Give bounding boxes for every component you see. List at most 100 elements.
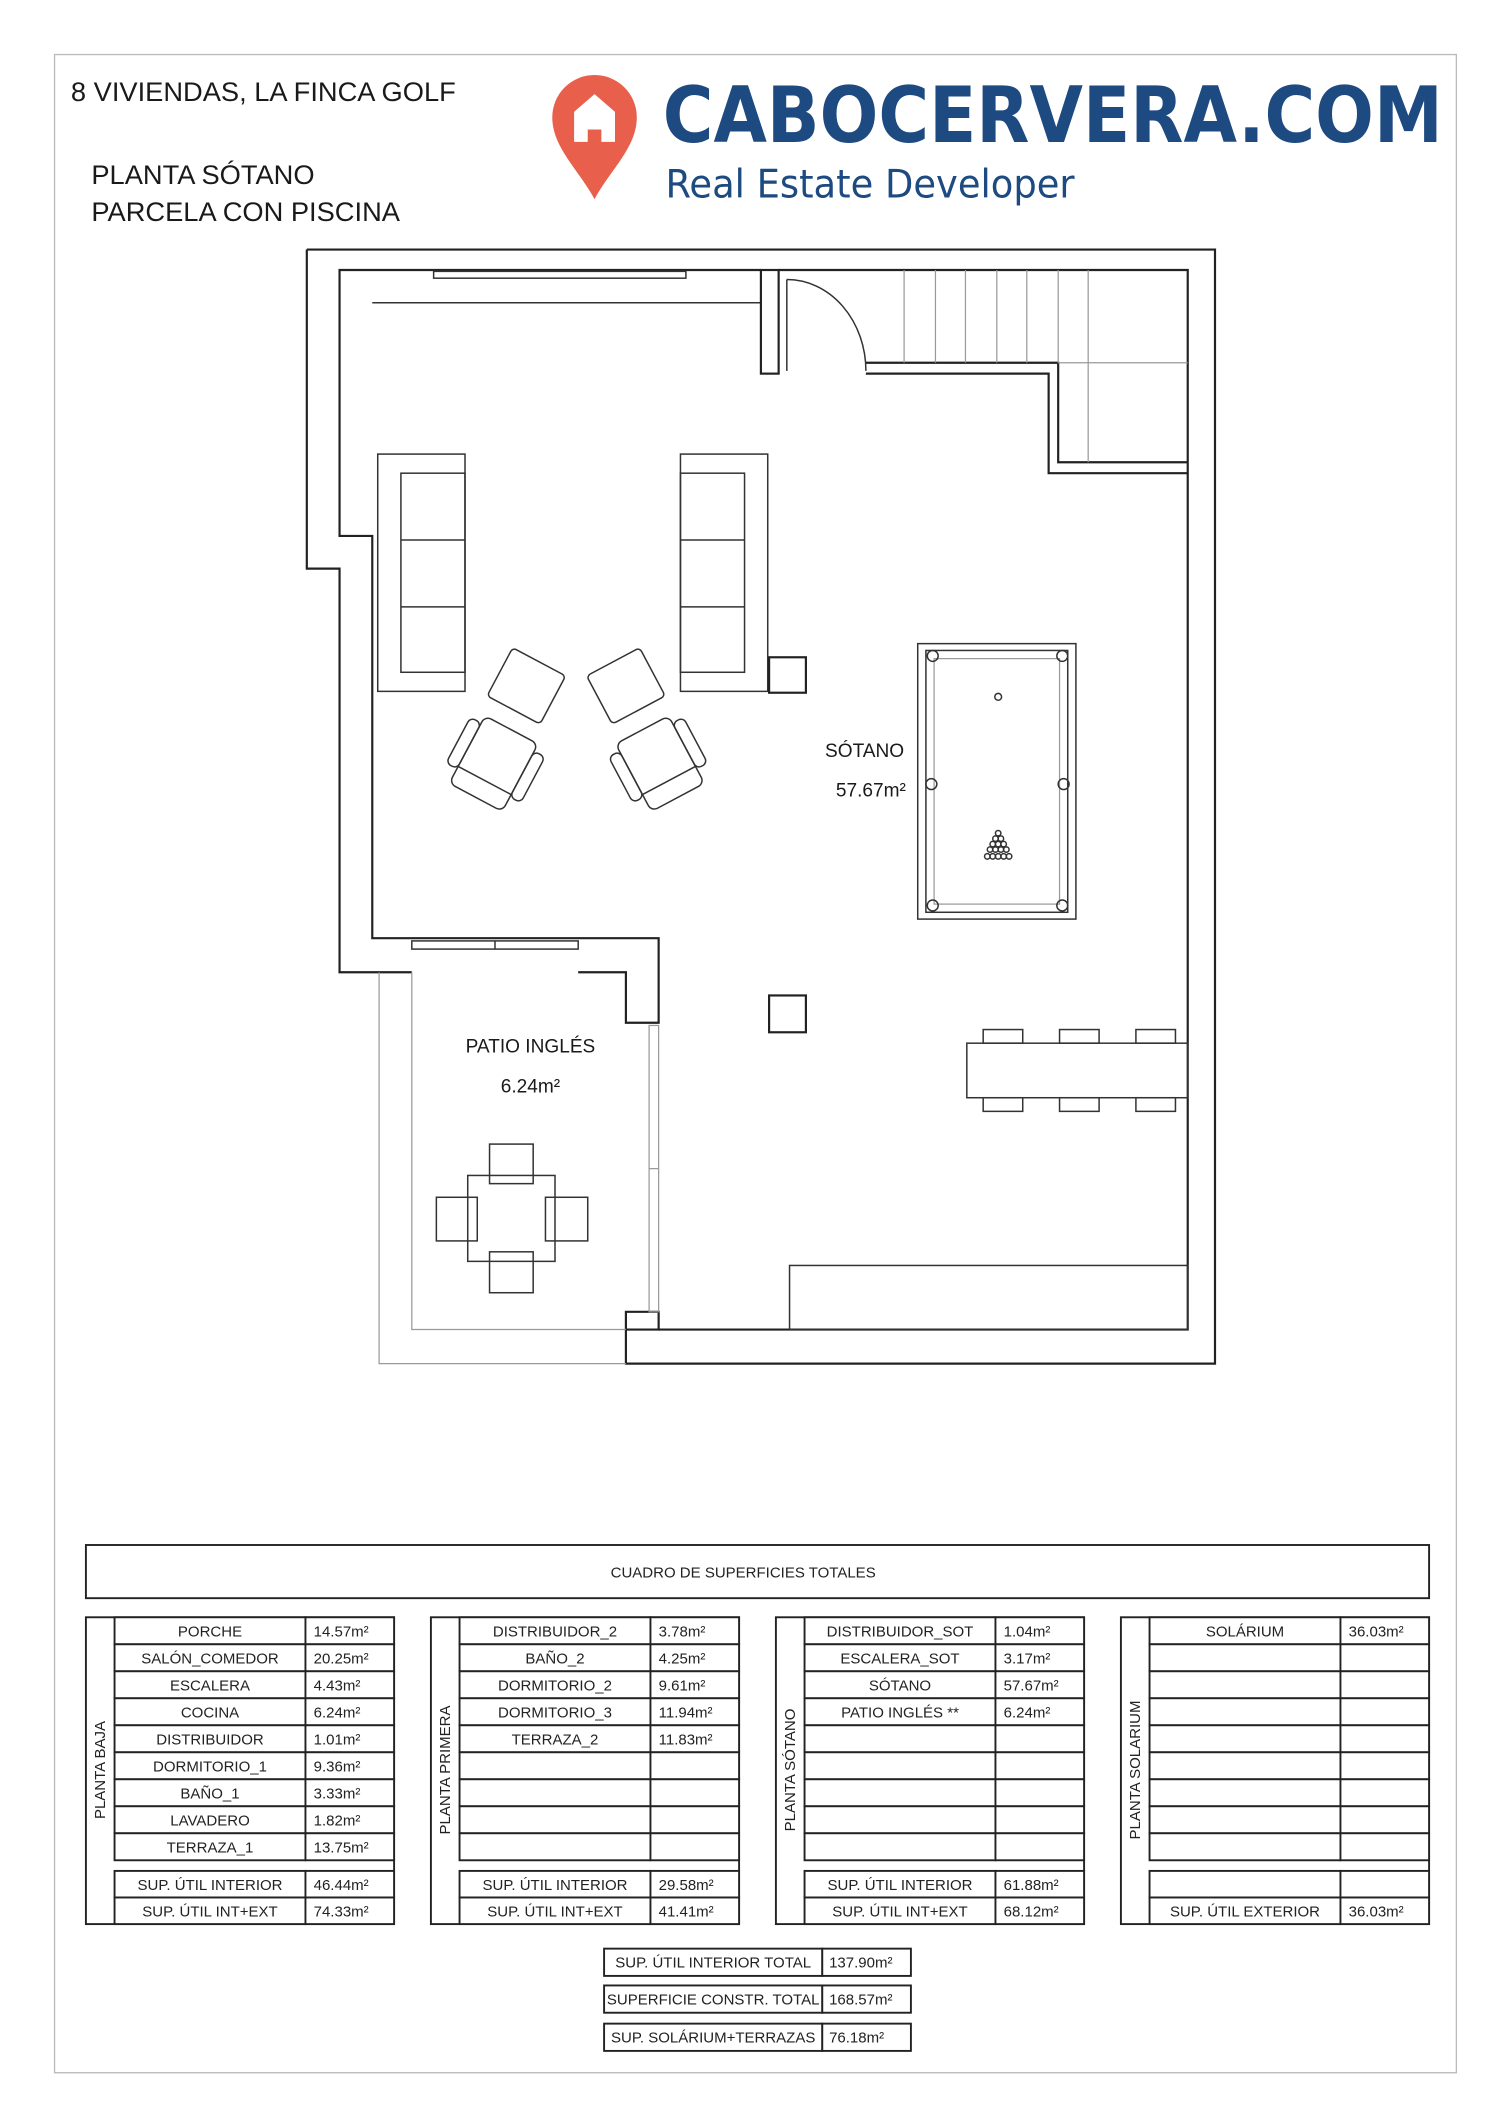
- total-label: SUP. ÚTIL INT+EXT: [487, 1904, 622, 1921]
- total-label: SUP. ÚTIL INT+EXT: [832, 1904, 967, 1921]
- table-row: [1148, 1832, 1431, 1862]
- room-name: ESCALERA_SOT: [840, 1650, 959, 1667]
- patio-outline: [378, 972, 626, 1365]
- table-row: [803, 1805, 1086, 1835]
- table-row: DORMITORIO_3 11.94m²: [458, 1697, 741, 1727]
- dining-table: [966, 1028, 1189, 1113]
- room-name: BAÑO_2: [525, 1650, 584, 1667]
- room-area-patio: 6.24m²: [501, 1076, 560, 1097]
- house-icon: [574, 94, 615, 142]
- project-title: 8 VIVIENDAS, LA FINCA GOLF: [71, 76, 456, 107]
- floor-label: PLANTA BAJA: [92, 1721, 109, 1819]
- table-row: [1148, 1697, 1431, 1727]
- room-area: 6.24m²: [314, 1704, 361, 1721]
- room-name: COCINA: [181, 1704, 239, 1721]
- room-name: LAVADERO: [170, 1812, 249, 1829]
- total-label: SUP. ÚTIL INT+EXT: [142, 1904, 277, 1921]
- stair-wall: [865, 361, 1188, 475]
- room-area: 6.24m²: [1004, 1704, 1051, 1721]
- door-swing: [786, 278, 867, 371]
- column: [767, 994, 807, 1034]
- room-area: 13.75m²: [314, 1839, 369, 1856]
- room-area: 1.01m²: [314, 1731, 361, 1748]
- total-value: 46.44m²: [314, 1877, 369, 1894]
- total-value: 61.88m²: [1004, 1877, 1059, 1894]
- side-table: [767, 656, 807, 694]
- room-area: 11.83m²: [659, 1731, 713, 1748]
- room-name: DISTRIBUIDOR_2: [493, 1623, 617, 1640]
- table-row: [803, 1724, 1086, 1754]
- table-row: [1148, 1778, 1431, 1808]
- room-name: DISTRIBUIDOR_SOT: [827, 1623, 974, 1640]
- room-name: PATIO INGLÉS **: [841, 1704, 959, 1721]
- outer-wall: [306, 248, 1217, 1365]
- sofa-left: [376, 453, 466, 693]
- floor-label: PLANTA PRIMERA: [437, 1706, 454, 1835]
- summary-title: CUADRO DE SUPERFICIES TOTALES: [611, 1565, 876, 1582]
- table-row: SÓTANO 57.67m²: [803, 1670, 1086, 1700]
- table-row: TERRAZA_1 13.75m²: [113, 1832, 396, 1862]
- room-area: 3.78m²: [659, 1623, 706, 1640]
- room-area: 57.67m²: [1004, 1677, 1059, 1694]
- room-area: 3.17m²: [1004, 1650, 1051, 1667]
- grand-total-value: 137.90m²: [829, 1955, 892, 1972]
- brand-tagline: Real Estate Developer: [665, 162, 1075, 208]
- room-area: 4.43m²: [314, 1677, 361, 1694]
- stair-treads: [903, 269, 1188, 463]
- brand-logo: CABOCERVERA.COM Real Estate Developer: [552, 71, 1443, 208]
- total-label: SUP. ÚTIL INTERIOR: [482, 1877, 627, 1894]
- partition-wall: [759, 268, 780, 375]
- table-row: [458, 1778, 741, 1808]
- table-row: DISTRIBUIDOR 1.01m²: [113, 1724, 396, 1754]
- plan-title: PLANTA SÓTANO: [91, 159, 314, 190]
- room-name: DISTRIBUIDOR: [156, 1731, 264, 1748]
- table-row: PATIO INGLÉS ** 6.24m²: [803, 1697, 1086, 1727]
- room-name: DORMITORIO_3: [498, 1704, 612, 1721]
- armchair-left: [447, 648, 565, 810]
- room-name: SÓTANO: [869, 1677, 931, 1694]
- grand-total-value: 168.57m²: [829, 1992, 892, 2009]
- room-area: 1.82m²: [314, 1812, 361, 1829]
- room-area: 9.36m²: [314, 1758, 361, 1775]
- table-row: [1148, 1643, 1431, 1673]
- patio-table-set: [435, 1143, 589, 1294]
- summary-header-box: [84, 1544, 1431, 1600]
- table-row: DISTRIBUIDOR_2 3.78m²: [458, 1616, 741, 1646]
- table-row: ESCALERA_SOT 3.17m²: [803, 1643, 1086, 1673]
- table-row: [1148, 1805, 1431, 1835]
- table-row: [803, 1751, 1086, 1781]
- table-row: [803, 1778, 1086, 1808]
- page-border: [53, 53, 1458, 2074]
- room-name: TERRAZA_1: [167, 1839, 254, 1856]
- pool-table: [916, 642, 1077, 920]
- table-row: [1148, 1724, 1431, 1754]
- room-name: SALÓN_COMEDOR: [141, 1650, 279, 1667]
- total-value: 36.03m²: [1349, 1904, 1404, 1921]
- basement-floor-plan: SÓTANO 57.67m² PATIO INGLÉS 6.24m²: [305, 248, 1217, 1365]
- table-row: COCINA 6.24m²: [113, 1697, 396, 1727]
- room-name: PORCHE: [178, 1623, 242, 1640]
- window-top: [432, 270, 687, 279]
- floor-label: PLANTA SÓTANO: [782, 1709, 799, 1832]
- room-area: 3.33m²: [314, 1785, 361, 1802]
- room-area: 11.94m²: [659, 1704, 713, 1721]
- room-area: 36.03m²: [1349, 1623, 1404, 1640]
